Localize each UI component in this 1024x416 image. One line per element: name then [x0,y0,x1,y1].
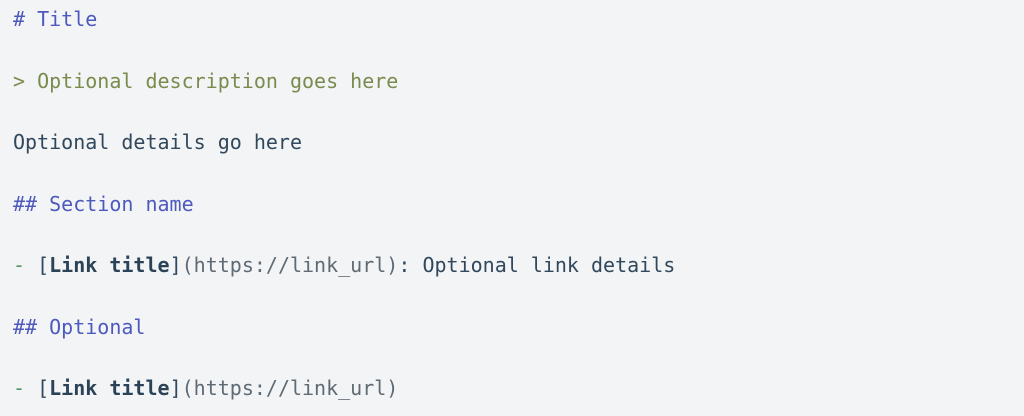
md-heading-token: ## Optional [13,314,146,339]
md-blockquote-token: > Optional description goes here [13,68,399,93]
md-text-token: [ [37,376,50,400]
md-list-dash-token: - [13,253,38,277]
md-link-title-token: Link title [49,253,170,277]
md-heading-token: # Title [13,7,98,31]
md-text-token: [ [37,253,50,277]
md-text-token: Optional details go here [13,130,302,154]
md-link-url-token: (https://link_url) [181,376,399,400]
md-text-token: ] [169,376,182,400]
md-link-title-token: Link title [49,376,170,400]
md-text-token: ] [169,253,182,277]
md-list-dash-token: - [13,376,38,400]
md-link-url-token: (https://link_url) [181,253,399,277]
md-heading-token: ## Section name [13,191,194,216]
md-text-token: : Optional link details [398,253,676,277]
